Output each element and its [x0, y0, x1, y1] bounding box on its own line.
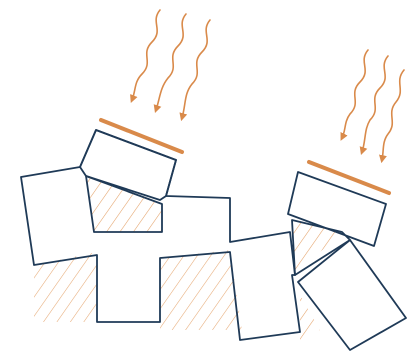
heat-arrow-2	[156, 14, 186, 110]
hatch-ground-left	[34, 252, 97, 322]
heat-arrow-3	[182, 20, 210, 118]
absorbing-plates	[101, 120, 389, 193]
heat-arrow-4	[342, 50, 368, 138]
left-heat-arrows	[132, 10, 210, 118]
heat-arrow-1	[132, 10, 160, 100]
right-heat-arrows	[342, 50, 404, 160]
heat-arrow-6	[382, 70, 404, 160]
hatch-inner-cavity	[86, 176, 162, 232]
hatch-ground-middle	[160, 250, 242, 330]
absorbing-plate-right	[309, 162, 389, 193]
hatch-right-bottom	[300, 295, 320, 340]
